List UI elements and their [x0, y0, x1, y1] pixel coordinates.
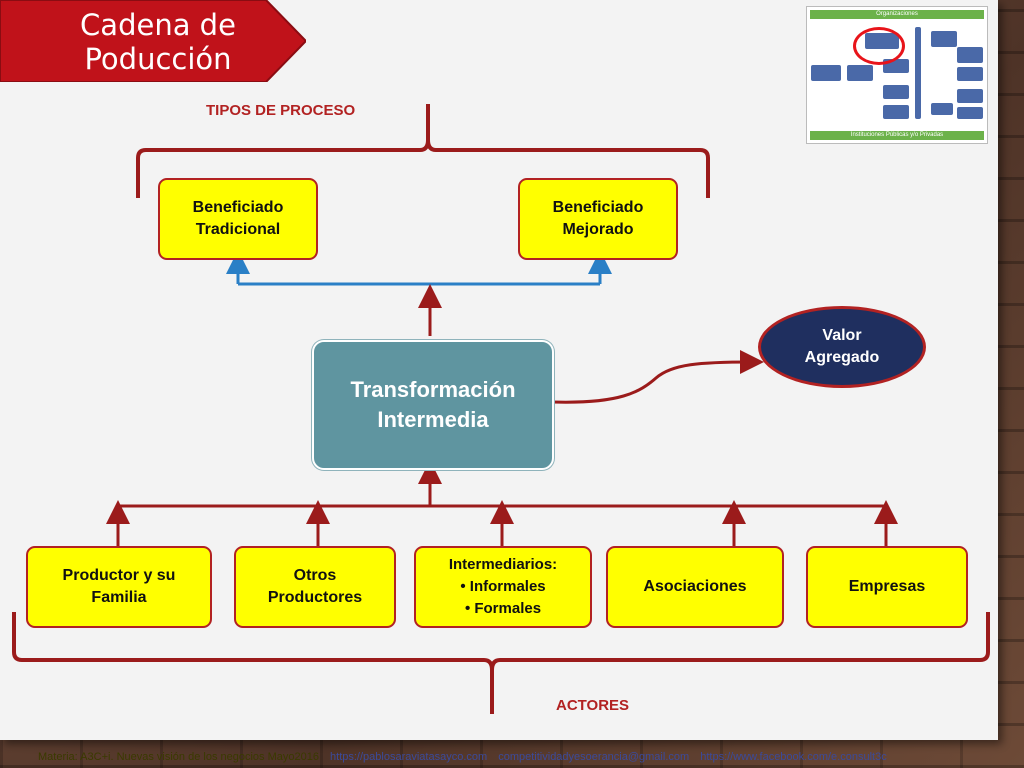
actores-bracket	[12, 612, 990, 714]
diagram-connectors	[12, 104, 990, 714]
tipos-bracket	[136, 104, 710, 198]
footer-link-facebook[interactable]: https://www.facebook.com/e.consult3c	[700, 751, 887, 763]
actor-empresas-box: Empresas	[806, 546, 968, 628]
footer-link-website[interactable]: https://pablosaraviatasayco.com	[330, 751, 488, 763]
thumbnail-box	[931, 103, 953, 115]
actor-productor-box: Productor y su Familia	[26, 546, 212, 628]
actor-asociaciones-box: Asociaciones	[606, 546, 784, 628]
thumbnail-box	[957, 47, 983, 63]
title-banner	[0, 0, 306, 82]
thumbnail-highlight-circle	[853, 27, 905, 65]
valor-curve	[551, 350, 764, 404]
thumbnail-box	[883, 105, 909, 119]
beneficiado-mejorado-box: Beneficiado Mejorado	[518, 178, 678, 260]
thumbnail-bottom-bar: Instituciones Públicas y/o Privadas	[810, 131, 984, 140]
beneficiado-tradicional-box: Beneficiado Tradicional	[158, 178, 318, 260]
slide: Cadena de Poducción Organizaciones Insti…	[0, 0, 998, 740]
footer-link-email[interactable]: competitividadyesoerancia@gmail.com	[498, 751, 690, 763]
footer: Materia: A3C+i. Nuevas visión de los neg…	[0, 746, 998, 768]
thumbnail-box	[957, 107, 983, 119]
actor-otros-productores-box: Otros Productores	[234, 546, 396, 628]
actor-intermediarios-box: Intermediarios: • Informales • Formales	[414, 546, 592, 628]
thumbnail-box	[883, 85, 909, 99]
footer-course: Materia: A3C+i. Nuevas visión de los neg…	[38, 751, 319, 763]
thumbnail-box	[915, 27, 921, 119]
actores-label: ACTORES	[556, 697, 630, 714]
thumbnail-box	[931, 31, 957, 47]
thumbnail-top-bar: Organizaciones	[810, 10, 984, 19]
thumbnail-box	[811, 65, 841, 81]
thumbnail-box	[957, 67, 983, 81]
tipos-de-proceso-label: TIPOS DE PROCESO	[206, 102, 356, 119]
valor-agregado-oval: Valor Agregado	[758, 306, 926, 388]
overview-thumbnail: Organizaciones Instituciones Públicas y/…	[806, 6, 988, 144]
slide-title: Cadena de Poducción	[80, 8, 236, 76]
transformacion-intermedia-box: Transformación Intermedia	[312, 340, 554, 470]
thumbnail-box	[957, 89, 983, 103]
thumbnail-box	[847, 65, 873, 81]
